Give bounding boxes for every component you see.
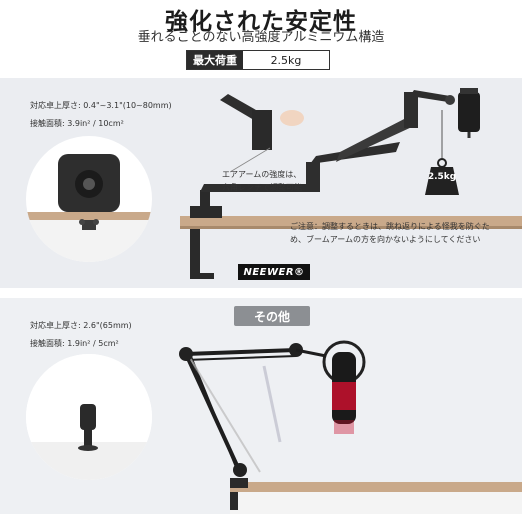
other-clamp-detail-circle <box>26 354 152 480</box>
page-title: 強化された安定性 <box>165 9 357 35</box>
page-subtitle: 垂れることのない高強度アルミニウム構造 <box>137 30 385 45</box>
lower-arm-segment <box>200 184 314 192</box>
other-desk-top <box>230 482 522 492</box>
neewer-logo: NEEWER® <box>238 264 310 280</box>
contact-area-spec: 接触面積: 3.9in² / 10cm² <box>30 119 124 128</box>
weight-icon: 2.5kg <box>424 158 460 196</box>
upper-arm-segment <box>336 116 414 162</box>
desk-edge <box>26 212 152 220</box>
clamp-screw <box>83 178 95 190</box>
scissor-arm-illustration <box>179 340 522 514</box>
other-arm-panel: その他 対応卓上厚さ: 2.6"(65mm) 接触面積: 1.9in² / 5c… <box>0 298 522 514</box>
clamp-detail-circle <box>26 136 152 262</box>
other-contact-area-spec: 接触面積: 1.9in² / 5cm² <box>30 339 119 348</box>
clamp-detail-illustration <box>26 154 152 262</box>
boom-arm-illustration <box>180 88 522 279</box>
neewer-arm-panel: 対応卓上厚さ: 0.4"~3.1"(10~80mm) 接触面積: 3.9in² … <box>0 78 522 288</box>
max-load-indicator: 最大荷重 2.5kg <box>186 50 330 70</box>
desk-top <box>180 216 522 226</box>
weight-value: 2.5kg <box>427 172 457 182</box>
microphone-red-grille <box>332 382 356 410</box>
table-thickness-spec: 対応卓上厚さ: 0.4"~3.1"(10~80mm) <box>30 101 172 110</box>
scissor-arm-upper <box>185 348 297 356</box>
max-load-value: 2.5kg <box>243 51 329 69</box>
microphone-body <box>458 92 480 132</box>
caution-note: ご注意：調整するときは、跳ね返りによる怪我を防ぐた め、ブームアームの方を向かな… <box>290 222 490 244</box>
tension-note: エアアームの強度は、 六角レンチで調整可能 <box>222 170 302 192</box>
arm-joint <box>252 110 272 150</box>
max-load-label: 最大荷重 <box>187 51 243 69</box>
other-table-thickness-spec: 対応卓上厚さ: 2.6"(65mm) <box>30 321 132 330</box>
hand-adjusting <box>280 110 304 126</box>
other-badge: その他 <box>234 306 310 326</box>
other-clamp-plate <box>80 404 96 430</box>
